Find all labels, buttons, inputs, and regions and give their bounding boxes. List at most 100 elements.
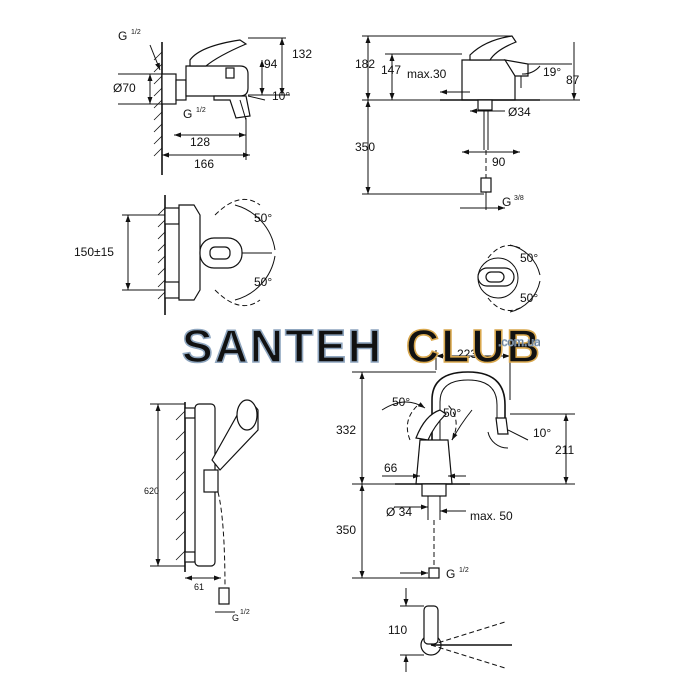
angle-arc-bottom — [509, 280, 541, 313]
spout-outlet — [239, 99, 247, 121]
label-147: 147 — [381, 63, 401, 77]
shower-hose-nut — [218, 587, 230, 605]
kitchen-hose-nut — [428, 567, 440, 579]
shower-set-side-view: 620 61 G 1/2 — [144, 399, 259, 623]
hand-shower-head — [236, 399, 258, 431]
label-110: 110 — [388, 623, 407, 637]
label-thread-2-fraction: 1/2 — [196, 107, 206, 114]
label-61: 61 — [194, 582, 204, 592]
angle-arc-top — [509, 244, 541, 276]
kitchen-mount — [421, 483, 447, 497]
label-max-50: max. 50 — [470, 509, 513, 523]
label-angle-top: 50° — [254, 211, 272, 225]
label-620: 620 — [144, 486, 159, 496]
diverter-knob — [225, 67, 235, 79]
label-66: 66 — [384, 461, 398, 475]
label-90: 90 — [492, 155, 506, 169]
angle-arc-19 — [521, 65, 541, 75]
mixer-body — [185, 65, 249, 97]
basin-mixer-side-view: 182 147 max.30 87 19° Ø34 350 90 G 3/8 — [355, 35, 580, 211]
label-87: 87 — [566, 73, 580, 87]
basin-mixer-body — [461, 59, 516, 101]
label-thread: G — [232, 613, 239, 623]
lever-travel-top — [214, 198, 261, 216]
basin-top-lever-cap — [485, 271, 505, 283]
label-angle-left: 50° — [392, 395, 410, 409]
lever-travel-bottom — [487, 297, 521, 311]
bath-spout — [213, 95, 251, 119]
label-center-distance: 150±15 — [74, 245, 114, 259]
angle-arc-right — [451, 409, 473, 441]
lever-travel-top — [487, 245, 521, 259]
label-94: 94 — [264, 57, 278, 71]
angle-arc-bottom — [234, 255, 276, 301]
lever-travel-left — [406, 404, 419, 441]
kitchen-mixer-body — [415, 439, 453, 485]
label-166: 166 — [194, 157, 214, 171]
kitchen-spout-outer — [431, 371, 506, 440]
label-thread-fraction: 1/2 — [459, 567, 469, 574]
label-angle-10: 10° — [272, 89, 290, 103]
angle-arc-left — [381, 401, 426, 411]
label-thread-fraction: 1/2 — [240, 609, 250, 616]
label-350: 350 — [336, 523, 356, 537]
label-thread-fraction: 1/2 — [131, 29, 141, 36]
label-diameter-70: Ø70 — [113, 81, 136, 95]
kitchen-mixer-side-view: 223 50° 50° 10° 332 350 — [336, 347, 575, 581]
label-350: 350 — [355, 140, 375, 154]
label-angle-bottom: 50° — [254, 275, 272, 289]
lever-cap — [209, 246, 231, 260]
label-angle-top: 50° — [520, 251, 538, 265]
kitchen-aerator — [495, 417, 509, 435]
label-332: 332 — [336, 423, 356, 437]
label-182: 182 — [355, 57, 375, 71]
kitchen-lever — [415, 409, 447, 441]
label-angle-19: 19° — [543, 65, 561, 79]
angle-arc-10 — [487, 431, 509, 449]
leader-line — [149, 44, 161, 71]
label-thread: G — [502, 195, 511, 209]
wall-hatching — [175, 410, 186, 561]
label-thread-2: G — [183, 107, 192, 121]
slider — [203, 469, 219, 493]
label-angle-right: 50° — [443, 406, 461, 420]
mixer-body-front — [178, 204, 201, 301]
label-128: 128 — [190, 135, 210, 149]
lever-handle — [189, 39, 248, 67]
basin-mixer-top-view: 50° 50° — [477, 244, 541, 313]
label-211: 211 — [555, 443, 574, 457]
angle-ray — [507, 429, 529, 441]
bath-mixer-side-view: 132 94 10° Ø70 G 1/2 G 1/2 128 166 — [113, 29, 312, 175]
label-max-30: max.30 — [407, 67, 447, 81]
lever-travel-bottom — [214, 289, 261, 307]
rail-bracket-top — [184, 407, 196, 419]
shower-hose — [217, 491, 226, 591]
basin-spout — [503, 59, 529, 77]
label-223: 223 — [457, 347, 477, 361]
wall-rosette — [161, 73, 177, 105]
angle-ray — [247, 95, 266, 101]
wall-hatching — [157, 207, 166, 300]
label-thread: G — [446, 567, 455, 581]
label-angle-10: 10° — [533, 426, 551, 440]
kitchen-mixer-top-view: 110 — [388, 588, 512, 672]
spout-swivel-left — [430, 621, 506, 646]
bath-mixer-front-view: 50° 50° 150±15 — [74, 195, 276, 315]
kitchen-top-lever — [423, 605, 439, 645]
label-diameter-34: Ø34 — [508, 105, 531, 119]
label-angle-bottom: 50° — [520, 291, 538, 305]
label-132: 132 — [292, 47, 312, 61]
eccentric-connector — [175, 79, 187, 101]
rail-bracket-bottom — [184, 551, 196, 563]
basin-mount — [477, 99, 493, 111]
label-thread-fraction: 3/8 — [514, 195, 524, 202]
basin-hose-nut — [480, 177, 492, 193]
spout-swivel-right — [430, 644, 506, 669]
kitchen-spout-inner — [439, 379, 498, 440]
rosette-bottom — [164, 281, 180, 299]
angle-arc-top — [234, 204, 276, 251]
label-diameter-34: Ø 34 — [386, 505, 412, 519]
label-thread: G — [118, 29, 127, 43]
basin-lever — [469, 35, 517, 61]
